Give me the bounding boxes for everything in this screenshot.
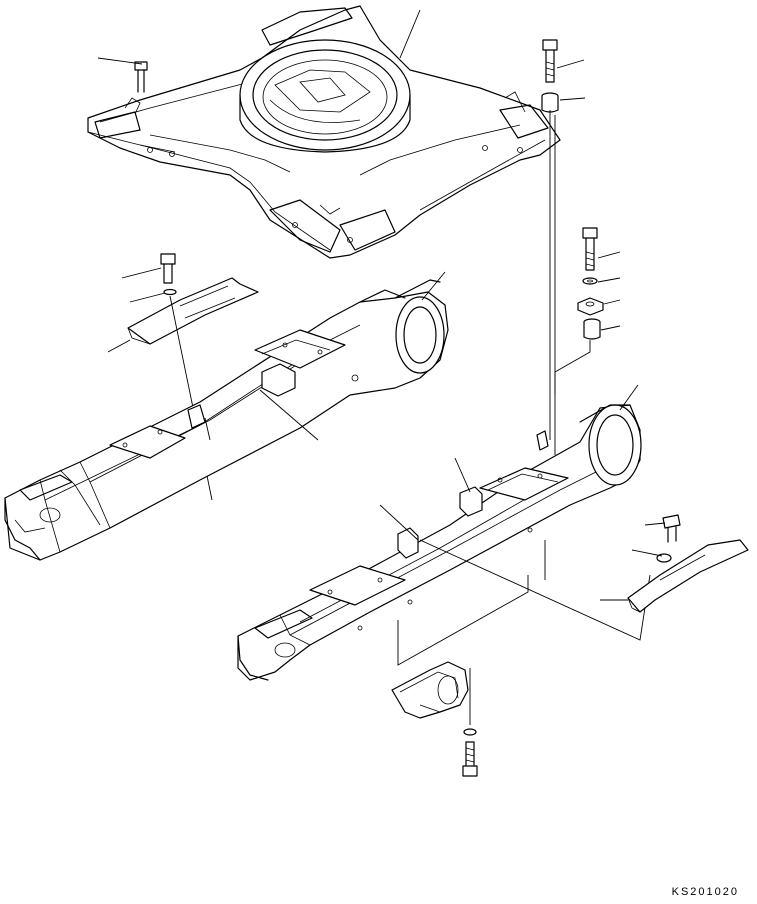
leader-line-icon <box>619 384 639 411</box>
spacer-bushing-icon <box>583 318 601 340</box>
cover-plate-icon <box>127 277 259 345</box>
leader-line-icon <box>259 389 319 441</box>
leader-line-icon <box>454 457 471 493</box>
leader-line-icon <box>631 549 663 557</box>
callout-leaders-icon <box>97 9 621 353</box>
hex-bolt-icon <box>662 514 681 543</box>
leader-line-icon <box>554 340 591 395</box>
spacer-bushing-icon <box>541 92 559 113</box>
track-frame-right-icon <box>237 404 642 681</box>
hex-bolt-icon <box>160 253 176 284</box>
cover-plate-icon <box>627 539 749 613</box>
leader-line-icon <box>397 575 529 666</box>
hex-bolt-icon <box>542 39 558 83</box>
hex-bolt-icon <box>582 227 598 271</box>
roller-guard-bracket-icon <box>391 661 469 719</box>
drawing-code: KS201020 <box>671 886 739 898</box>
leader-line-icon <box>204 417 211 441</box>
leader-line-icon <box>549 110 556 455</box>
track-frame-left-icon <box>4 279 449 561</box>
hex-bolt-icon <box>134 61 148 93</box>
hex-bolt-icon <box>462 741 478 777</box>
leader-line-icon <box>379 504 419 541</box>
washer-icon <box>163 288 177 296</box>
washer-icon <box>463 728 477 736</box>
leader-line-icon <box>421 271 446 301</box>
washer-icon <box>582 277 598 285</box>
swing-circle-ring-icon <box>239 39 411 153</box>
leader-line-icon <box>644 522 666 526</box>
washer-icon <box>577 297 604 316</box>
